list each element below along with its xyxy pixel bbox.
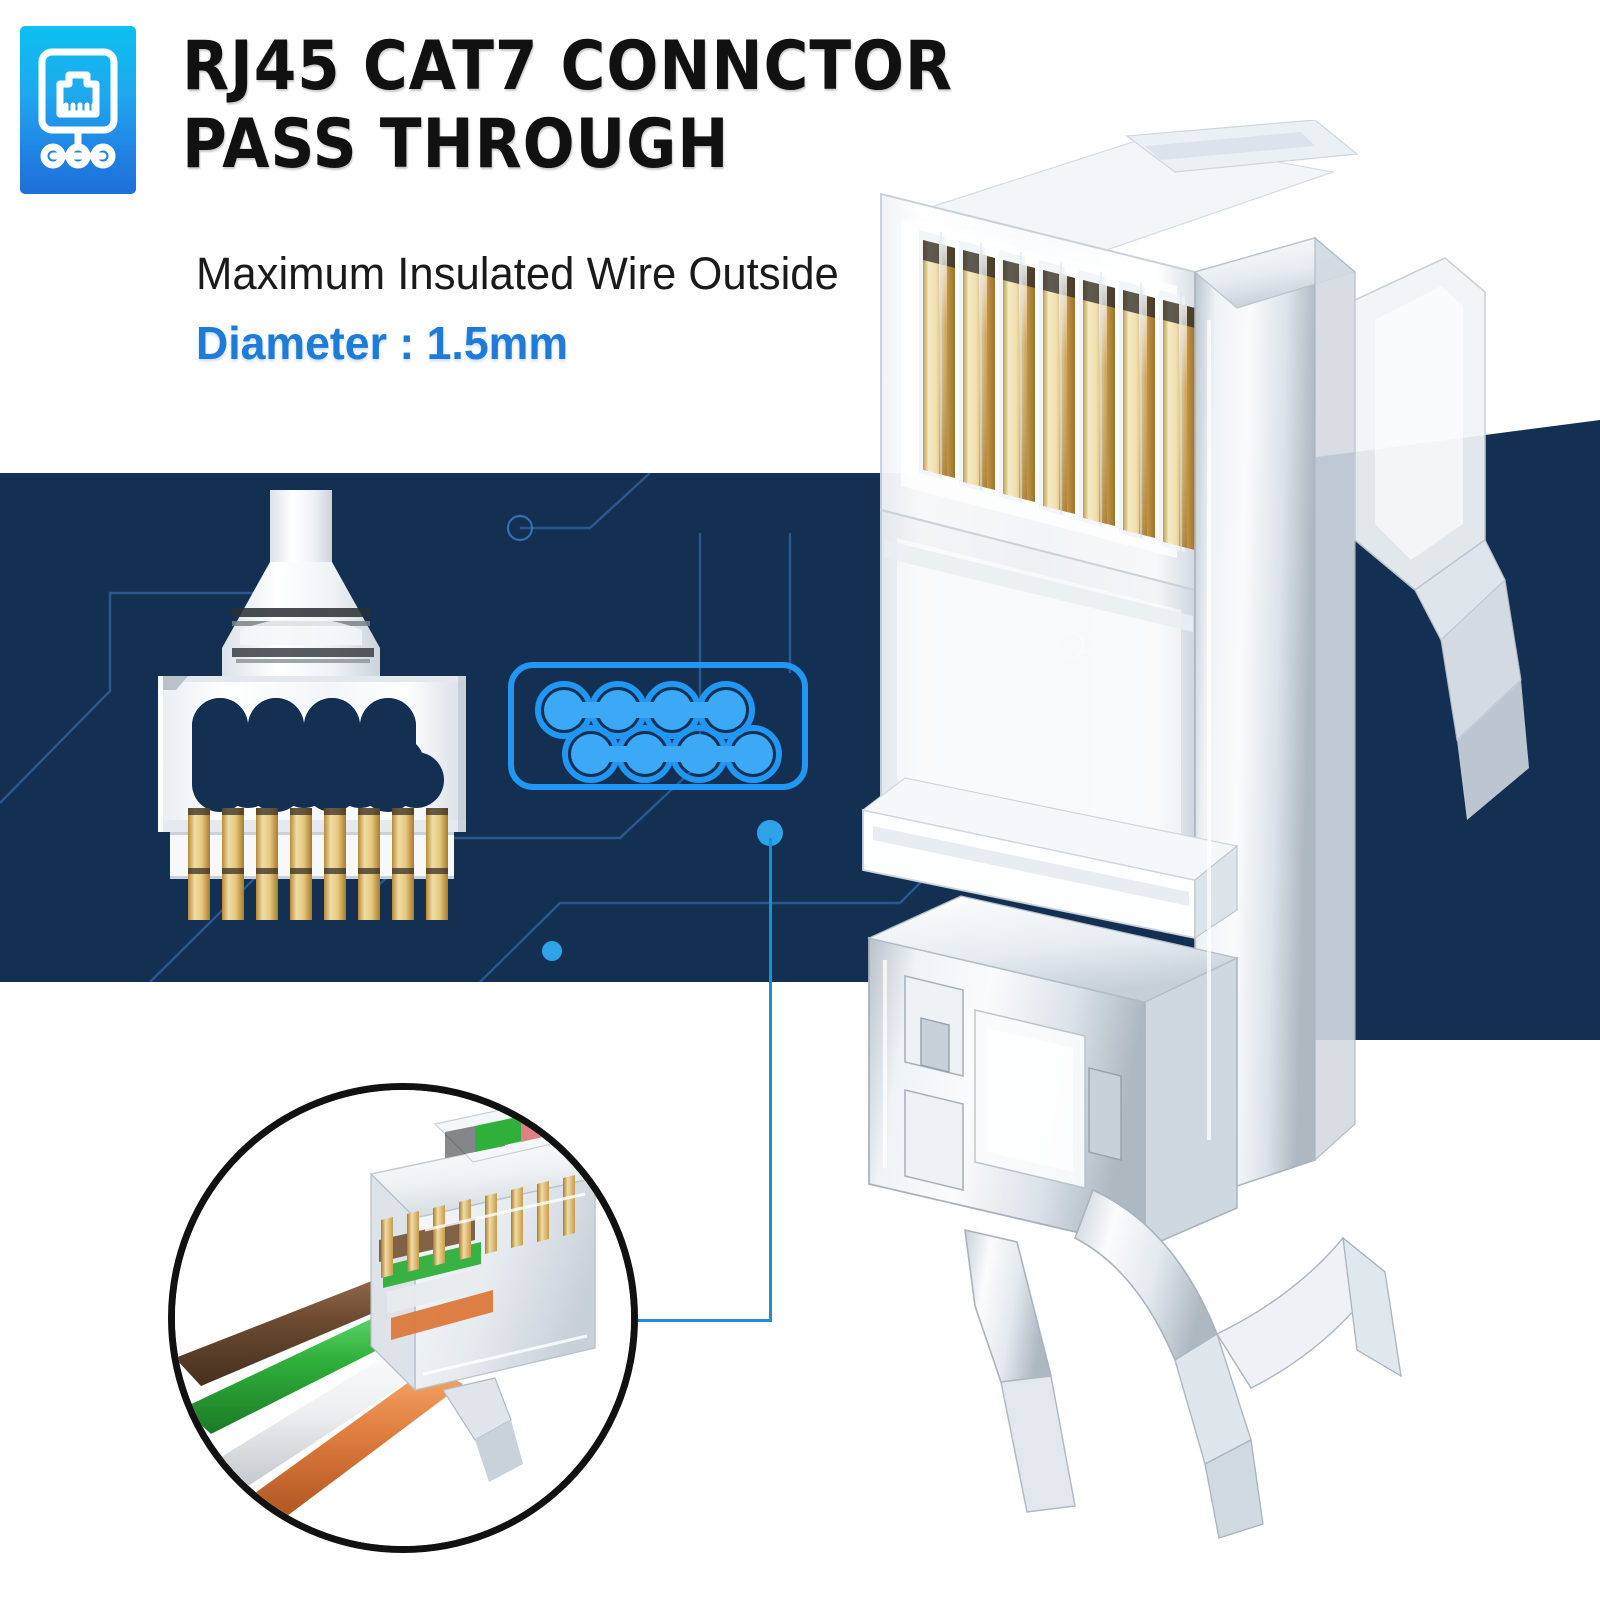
hero-connector-svg <box>861 119 1529 1539</box>
cutaway-svg <box>175 1090 631 1546</box>
rj45-front-view-connector <box>140 490 490 940</box>
wire-hole-svg <box>508 662 808 790</box>
page-title: RJ45 CAT7 CONNCTOR PASS THROUGH <box>182 28 1182 184</box>
rj45-cat7-shielded-connector <box>845 119 1600 1540</box>
title-line-2: PASS THROUGH <box>182 105 730 184</box>
ethernet-port-icon <box>20 26 136 194</box>
spec-measurement: Diameter : 1.5mm <box>196 317 568 369</box>
spec-block: Maximum Insulated Wire Outside Diameter … <box>196 246 1196 374</box>
front-view-svg <box>158 490 466 920</box>
ethernet-port-glyph <box>38 48 118 169</box>
spec-description: Maximum Insulated Wire Outside <box>196 248 839 299</box>
callout-line-vertical <box>769 838 772 1322</box>
title-line-1: RJ45 CAT7 CONNCTOR <box>182 27 953 106</box>
callout-line-horizontal <box>624 1319 772 1322</box>
eight-wire-hole-pattern-diagram <box>508 662 808 790</box>
pass-through-cutaway-inset <box>168 1083 638 1553</box>
